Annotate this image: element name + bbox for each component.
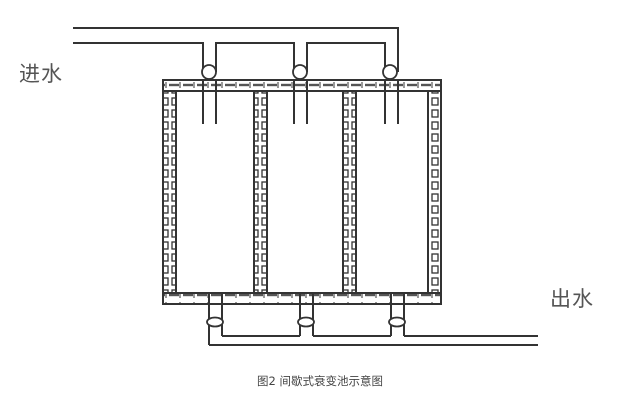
outlet-valve-2 — [297, 316, 315, 328]
inlet-valve-1 — [201, 64, 217, 80]
inlet-drops — [202, 79, 399, 124]
outlet-pipes — [209, 335, 538, 346]
inlet-valves — [201, 64, 398, 80]
inlet-pipes — [73, 27, 399, 72]
inlet-label: 进水 — [19, 62, 63, 86]
outlet-valves — [206, 316, 406, 328]
figure-caption: 图2 间歇式衰变池示意图 — [257, 374, 383, 388]
outlet-label: 出水 — [550, 287, 594, 311]
outlet-valve-1 — [206, 316, 224, 328]
tank-walls — [162, 79, 442, 305]
inlet-valve-2 — [292, 64, 308, 80]
outlet-valve-3 — [388, 316, 406, 328]
inlet-valve-3 — [382, 64, 398, 80]
